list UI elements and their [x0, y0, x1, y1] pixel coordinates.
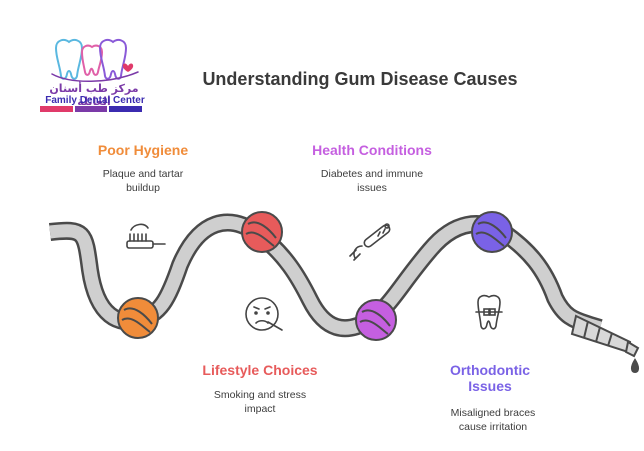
- poor-hygiene-description: Plaque and tartar buildup: [102, 168, 184, 194]
- logo-teeth-graphic: [51, 39, 139, 82]
- logo-tagline-bars: [40, 106, 143, 113]
- logo-arabic-name: مركز طب أسنان العائلة: [49, 82, 139, 108]
- tooth-braces-icon: [475, 294, 503, 330]
- lifestyle-choices-description: Smoking and stress impact: [213, 389, 307, 415]
- health-conditions-heading: Health Conditions: [312, 142, 432, 158]
- diagram-title: Understanding Gum Disease Causes: [202, 69, 518, 89]
- poor-hygiene-heading: Poor Hygiene: [97, 142, 189, 158]
- lifestyle-choices-heading: Lifestyle Choices: [202, 362, 318, 378]
- health-conditions-description: Diabetes and immune issues: [320, 168, 424, 194]
- poor-hygiene-knot: [117, 297, 159, 339]
- orthodontic-issues-heading: Orthodontic Issues: [449, 362, 531, 394]
- sick-face-icon: [245, 297, 283, 331]
- hose-nozzle: [570, 314, 640, 374]
- orthodontic-issues-description: Misaligned braces cause irritation: [450, 407, 536, 433]
- lifestyle-choices-knot: [241, 211, 283, 253]
- orthodontic-issues-knot: [471, 211, 513, 253]
- toothbrush-icon: [126, 223, 166, 249]
- logo-english-name: Family Dental Center: [45, 95, 145, 106]
- health-conditions-knot: [355, 299, 397, 341]
- thermometer-icon: [349, 223, 391, 261]
